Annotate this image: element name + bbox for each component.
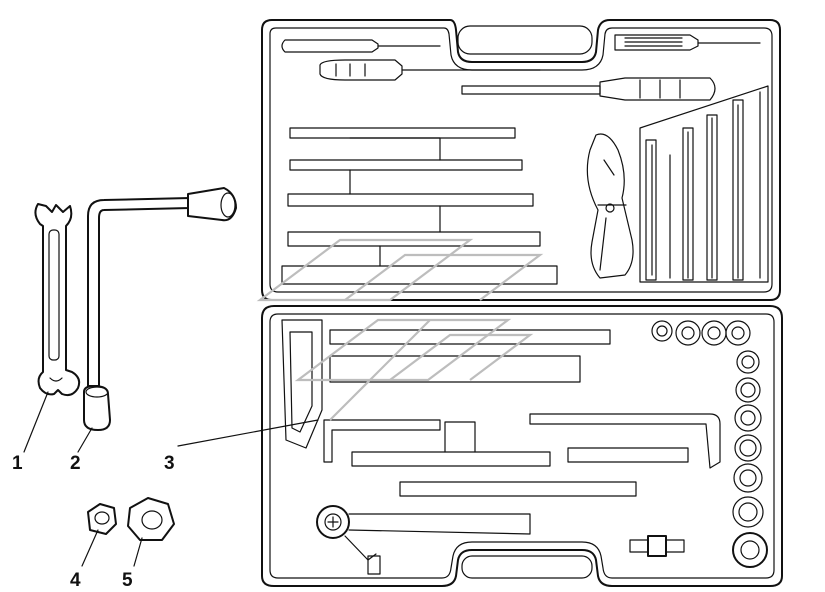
watermark-logo [256, 238, 544, 421]
socket-row-top [651, 320, 751, 346]
small-nut [87, 503, 117, 535]
socket-column-right [732, 350, 768, 568]
large-nut [127, 497, 175, 541]
screwdriver-1 [281, 39, 441, 53]
pliers [586, 133, 634, 279]
case-tray-bottom [261, 305, 783, 587]
l-socket-wrench [83, 187, 237, 431]
ratchet-handle [316, 505, 531, 561]
leader-lines [23, 391, 319, 567]
callout-4: 4 [70, 570, 81, 591]
universal-joint [629, 535, 685, 557]
file-set [639, 85, 769, 283]
open-end-wrench [34, 203, 81, 397]
extension-bar-slots [281, 127, 558, 285]
t-handle-slots [323, 413, 721, 497]
screwdriver-3 [319, 59, 541, 81]
callout-5: 5 [122, 570, 133, 591]
screwdriver-2 [614, 34, 761, 51]
callout-2: 2 [70, 453, 81, 474]
callout-3: 3 [164, 453, 175, 474]
screwdriver-4 [461, 77, 716, 101]
case-lid-top [261, 19, 781, 301]
callout-1: 1 [12, 453, 23, 474]
